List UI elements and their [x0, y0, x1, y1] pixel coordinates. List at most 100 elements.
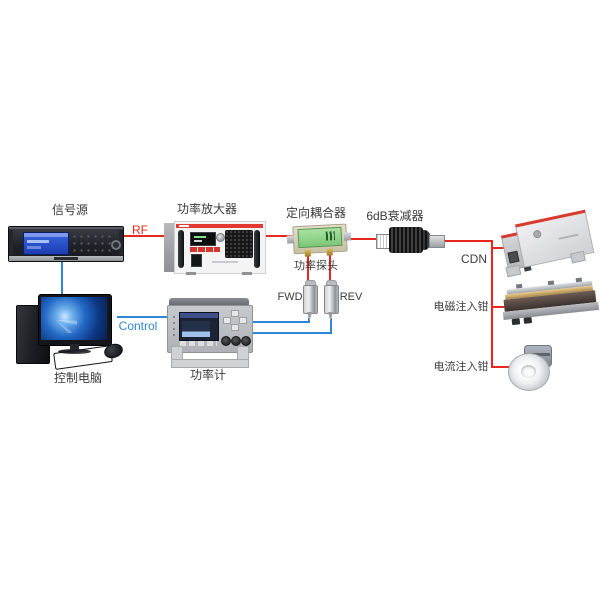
dpad-right: [239, 317, 247, 324]
pmeter-dpad: [223, 310, 247, 331]
rev-power-probe-image: [324, 280, 339, 325]
label-rev: REV: [339, 291, 363, 303]
cdn-box: [496, 203, 597, 278]
label-power-amplifier: 功率放大器: [176, 202, 237, 216]
pmeter-left-buttons: [171, 314, 177, 338]
attenuator-taper: [421, 230, 430, 250]
cdn-image: [500, 209, 595, 280]
siggen-screen-text: [27, 246, 41, 249]
probe-body: [303, 285, 318, 314]
coupler-green-label: [297, 226, 343, 249]
pmeter-display-trace: [182, 321, 210, 337]
amp-display-text: [194, 236, 206, 238]
siggen-top-edge: [9, 227, 123, 229]
signal-generator-image: [8, 226, 124, 262]
rf-stub-current-clamp: [491, 366, 512, 368]
rf-line-coupler-to-attenuator: [343, 238, 377, 240]
attenuator-finned-body: [389, 227, 423, 253]
em-injection-clamp-image: [500, 274, 600, 334]
fwd-probe-to-meter-line: [251, 321, 310, 323]
amp-foot: [242, 272, 252, 275]
amp-foot: [186, 272, 196, 275]
label-control-pc: 控制电脑: [53, 371, 102, 385]
label-cdn: CDN: [461, 252, 487, 266]
label-rf: RF: [132, 223, 148, 237]
rf-stub-cdn: [491, 247, 513, 249]
label-signal-source: 信号源: [51, 203, 88, 217]
pmeter-display: [179, 312, 219, 341]
pc-monitor-image: [38, 294, 112, 356]
cclamp-center-hole: [521, 365, 536, 378]
coupler-fwd-port: [304, 249, 311, 257]
label-power-probe: 功率探头: [294, 260, 338, 272]
siggen-screen-text: [27, 240, 49, 243]
rf-trunk-line: [491, 240, 493, 368]
amp-handle-right: [254, 230, 260, 268]
coupler-connector-left: [286, 235, 295, 244]
probe-tip: [328, 312, 333, 321]
probe-tip: [307, 312, 312, 321]
attenuator-connector-right: [429, 235, 445, 248]
label-attenuator: 6dB衰减器: [366, 209, 424, 223]
fwd-probe-drop-line: [308, 318, 310, 323]
amp-red-stripe: [176, 224, 263, 228]
amp-side-face: [164, 223, 176, 272]
siggen-button-grid: [71, 233, 111, 253]
label-current-injection-clamp: 电流注入钳: [433, 361, 489, 373]
amp-logo: [179, 225, 189, 227]
rf-line-coupler-to-fwd-probe: [307, 248, 309, 283]
rf-line-amp-to-coupler: [262, 235, 295, 237]
pmeter-knob: [221, 336, 231, 346]
fwd-power-probe-image: [303, 280, 318, 325]
control-line-siggen-to-pc: [61, 258, 63, 302]
dpad-up: [231, 310, 239, 317]
dpad-down: [231, 324, 239, 331]
pmeter-top-handle: [169, 298, 249, 307]
pmeter-display-header: [180, 313, 218, 318]
siggen-screen-header: [24, 233, 68, 237]
power-meter-image: [165, 298, 253, 368]
label-directional-coupler: 定向耦合器: [285, 206, 346, 220]
amp-vent-grille: [225, 230, 253, 258]
rf-line-coupler-to-rev-probe: [329, 248, 331, 283]
siggen-rack-ear-right: [119, 230, 123, 255]
emclamp-foot: [511, 318, 521, 326]
coupler-rev-port: [326, 248, 333, 256]
emclamp-foot: [523, 317, 533, 324]
coupler-logo: [325, 231, 336, 241]
amp-power-switch: [191, 254, 202, 267]
current-injection-clamp-image: [508, 345, 558, 391]
attenuator-image: [376, 226, 445, 254]
siggen-base-strip: [9, 256, 123, 261]
pmeter-knob: [231, 336, 241, 346]
monitor-base: [58, 349, 91, 354]
label-control: Control: [118, 319, 158, 333]
cdn-mount-tab: [505, 264, 522, 278]
amp-display: [190, 232, 216, 246]
label-power-meter: 功率计: [189, 368, 226, 382]
control-line-pc-to-meter: [117, 316, 169, 318]
cdn-mount-tab: [570, 250, 586, 264]
pmeter-softkeys: [180, 341, 217, 346]
cdn-connector: [507, 250, 520, 264]
pmeter-stand-bar: [171, 359, 249, 368]
amp-button-row: [190, 247, 220, 252]
monitor-screen-windows-wallpaper: [41, 297, 107, 340]
monitor-stand: [70, 344, 79, 350]
amp-display-text: [194, 240, 202, 242]
wallpaper-light-rays: [47, 307, 77, 333]
label-em-injection-clamp: 电磁注入钳: [433, 301, 489, 313]
amp-handle-left: [178, 230, 184, 268]
label-fwd: FWD: [277, 291, 303, 303]
rev-probe-to-meter-line: [251, 332, 332, 334]
siggen-knob: [111, 240, 121, 250]
rf-stub-em-clamp: [491, 306, 510, 308]
rev-probe-drop-line: [330, 318, 332, 334]
rf-line-siggen-to-amp: [122, 235, 164, 237]
siggen-screen: [23, 232, 69, 255]
cdn-foot: [523, 266, 532, 272]
power-amplifier-image: [164, 221, 266, 275]
amp-panel-markings: [212, 261, 238, 263]
directional-coupler-image: [286, 223, 352, 257]
